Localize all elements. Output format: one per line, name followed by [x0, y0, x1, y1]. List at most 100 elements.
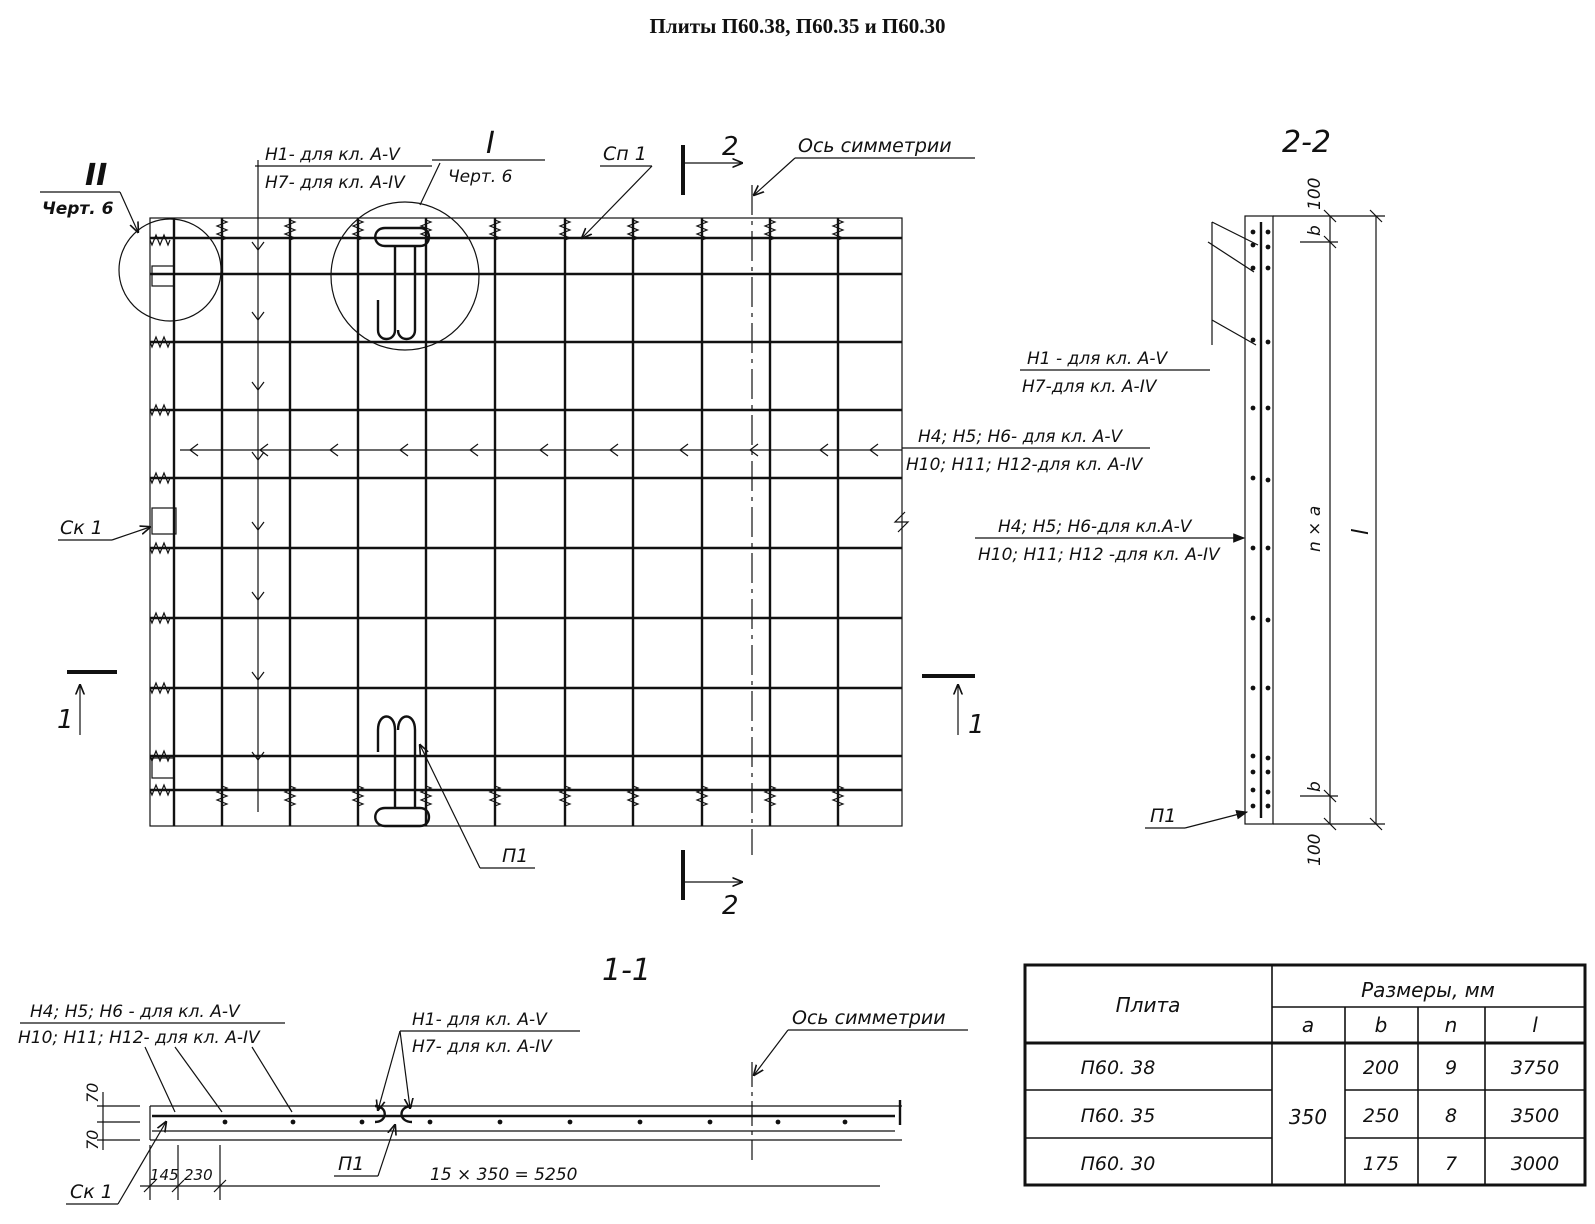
bar-dot	[290, 1119, 296, 1125]
bar-dot	[1265, 545, 1271, 551]
table-subheader-l: l	[1532, 1013, 1538, 1037]
plan-view: II Черт. 6 Н1- для кл. А-V Н7- для кл. А…	[40, 126, 1150, 921]
spiral-mark	[488, 785, 502, 807]
h4-arrow-mark	[469, 443, 479, 457]
leader-plan-axis	[754, 157, 796, 195]
label-I: I	[486, 126, 495, 161]
sk1-frame-mid	[151, 507, 177, 535]
bar-dot	[1250, 229, 1256, 235]
section11-leader-Sk1	[117, 1122, 166, 1205]
spiral-mark	[626, 785, 640, 807]
spiral-mark	[149, 403, 171, 417]
bar-dot	[1250, 685, 1256, 691]
bar-dot	[1250, 475, 1256, 481]
bar-dot	[1250, 787, 1256, 793]
section22-label-H4: Н4; Н5; Н6-для кл.А-V	[998, 517, 1193, 537]
table-row2-n: 8	[1445, 1105, 1457, 1127]
spiral-mark	[488, 219, 502, 241]
spiral-mark	[149, 541, 171, 555]
section11-leader-a	[144, 1046, 176, 1113]
table-row1-plate: П60. 38	[1081, 1057, 1156, 1079]
loop-P1-top-a	[374, 226, 431, 248]
h4-arrow-mark	[399, 443, 409, 457]
h1-arrow-mark	[251, 751, 265, 761]
spiral-mark	[215, 785, 229, 807]
loop-P1-top-b	[376, 246, 417, 341]
bar-dot	[1250, 753, 1256, 759]
table-row2-plate: П60. 35	[1081, 1105, 1156, 1127]
section11-label-H10: Н10; Н11; Н12- для кл. А-IV	[18, 1028, 261, 1048]
spiral-mark	[419, 219, 433, 241]
section11-label-H1: Н1- для кл. А-V	[412, 1010, 548, 1030]
bar-dot	[1250, 337, 1256, 343]
table-row1-l: 3750	[1511, 1057, 1559, 1079]
section22-dim-100-bottom: 100	[1305, 834, 1325, 866]
break-mark	[893, 511, 910, 533]
section11-leader-H1	[378, 1030, 401, 1110]
h4-arrow-mark	[539, 443, 549, 457]
sk1-frame-bottom	[151, 757, 175, 779]
section11-title: 1-1	[602, 953, 651, 988]
bar-dot	[1265, 769, 1271, 775]
bar-dot	[1250, 545, 1256, 551]
spiral-mark	[558, 785, 572, 807]
bar-dot	[427, 1119, 433, 1125]
bar-dot	[1265, 685, 1271, 691]
label-section1-left: 1	[57, 705, 74, 735]
spiral-mark	[149, 233, 171, 247]
section22-dim-b-bottom: b	[1305, 781, 1325, 792]
leader-Sp1	[582, 165, 653, 238]
h4-arrow-mark	[749, 443, 759, 457]
spiral-mark	[351, 219, 365, 241]
spiral-mark	[419, 785, 433, 807]
section22-slab	[1244, 215, 1274, 825]
label-plan-H7: Н7- для кл. А-IV	[265, 173, 406, 193]
h1-arrow-mark	[251, 591, 265, 601]
table-row1-b: 200	[1363, 1057, 1399, 1079]
table-row3-n: 7	[1445, 1153, 1457, 1175]
spiral-mark	[149, 471, 171, 485]
section11-dim-70-bottom: 70	[83, 1130, 102, 1150]
table-row2-b: 250	[1363, 1105, 1399, 1127]
bar-dot	[222, 1119, 228, 1125]
bar-dot	[1250, 405, 1256, 411]
spiral-mark	[149, 681, 171, 695]
h1-arrow-mark	[251, 451, 265, 461]
bar-dot	[1265, 755, 1271, 761]
label-I-ref: Черт. 6	[448, 167, 513, 187]
spiral-mark	[763, 785, 777, 807]
section11-dim-145: 145	[150, 1166, 179, 1184]
label-section1-right: 1	[968, 710, 985, 740]
section11-leader-b	[174, 1046, 223, 1113]
section22-title: 2-2	[1282, 125, 1331, 160]
table-header-sizes: Размеры, мм	[1361, 978, 1495, 1002]
bar-dot	[1265, 477, 1271, 483]
plan-outline	[149, 217, 903, 827]
label-Sk1: Ск 1	[60, 517, 103, 539]
label-section2-bottom: 2	[722, 891, 739, 921]
leader-II	[119, 191, 138, 232]
table-row3-l: 3000	[1511, 1153, 1559, 1175]
section22-label-H7: Н7-для кл. А-IV	[1022, 377, 1158, 397]
section11-label-axis: Ось симметрии	[792, 1007, 946, 1029]
loop-P1-bottom-a	[374, 806, 431, 828]
bar-dot	[1265, 229, 1271, 235]
section22-leader-1	[1211, 221, 1259, 246]
table-subheader-b: b	[1375, 1013, 1388, 1037]
section11-leader-c	[251, 1046, 293, 1113]
sk1-frame-top	[151, 265, 175, 287]
section22-dim-100-top: 100	[1305, 178, 1325, 210]
leader-plan-P1	[420, 745, 481, 869]
spiral-mark	[351, 785, 365, 807]
section11-dim-total: 15 × 350 = 5250	[430, 1165, 577, 1185]
bar-dot	[1250, 615, 1256, 621]
bar-dot	[567, 1119, 573, 1125]
section22-dim-l: l	[1349, 529, 1374, 535]
section11-leader-axis	[754, 1029, 789, 1075]
plan-horizontal-bars	[150, 236, 902, 792]
detail-circle-I	[330, 201, 480, 351]
spiral-mark	[695, 785, 709, 807]
h4-arrow-mark	[869, 443, 879, 457]
bar-dot	[1265, 803, 1271, 809]
